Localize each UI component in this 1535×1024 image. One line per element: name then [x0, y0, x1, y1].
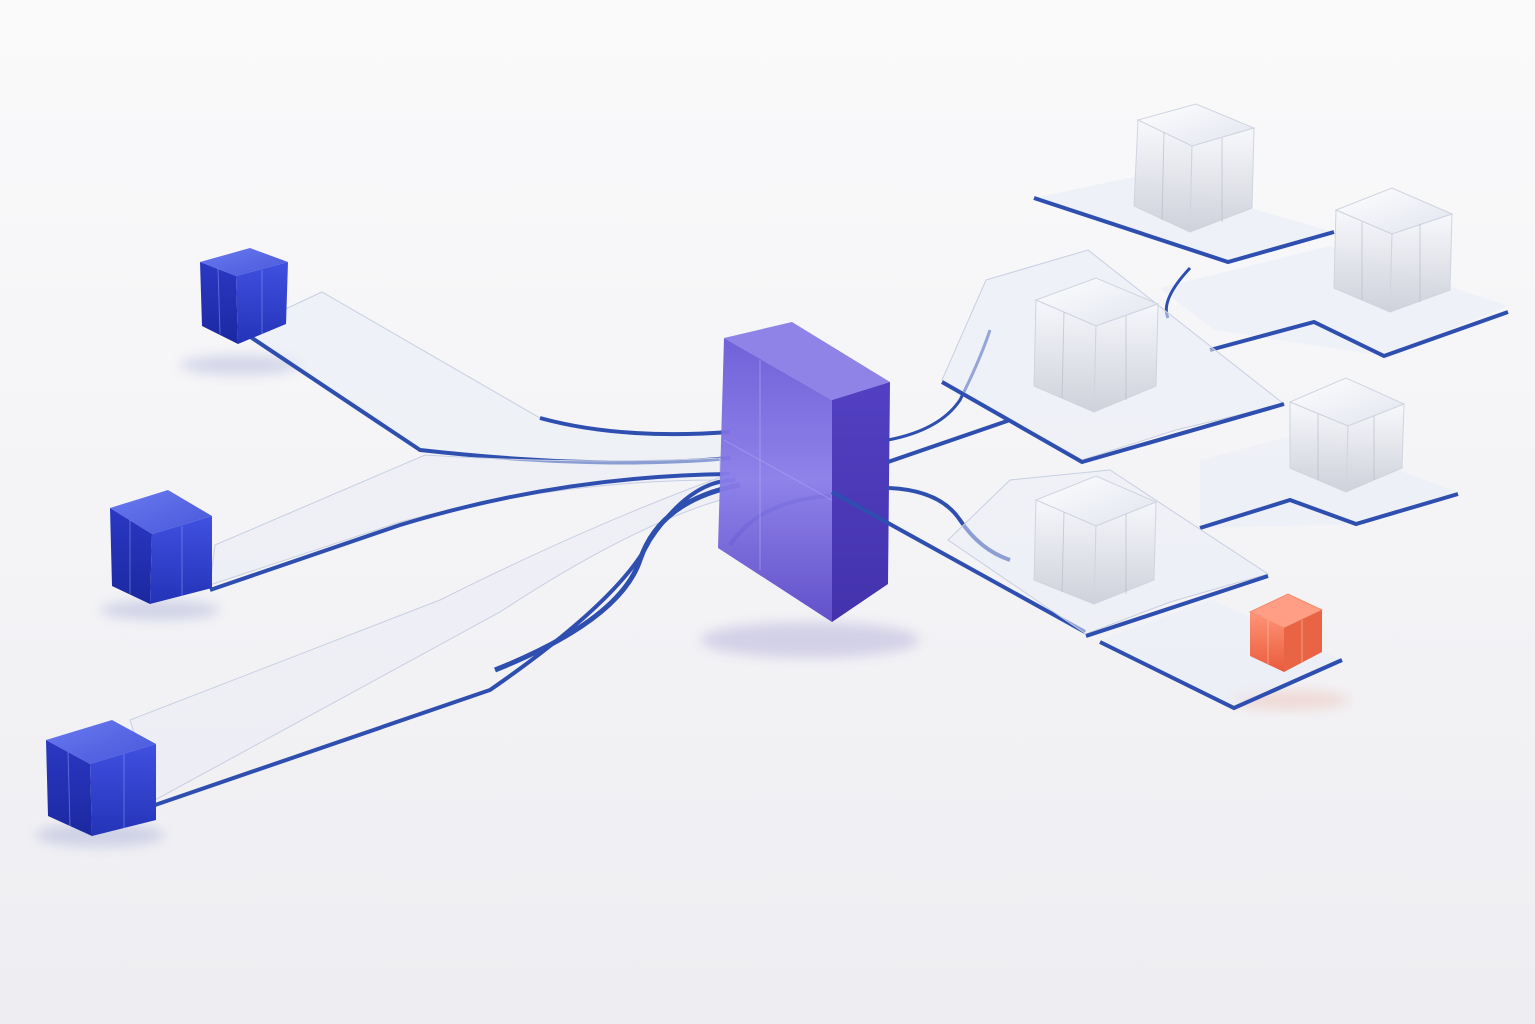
dest-cube-4 [1288, 377, 1406, 493]
source-cube-top [200, 248, 288, 344]
central-hub-block [718, 322, 890, 622]
dest-cube-1 [1133, 103, 1256, 233]
dest-cube-5 [1033, 475, 1158, 605]
dest-cube-alert [1248, 593, 1324, 672]
dest-cube-2 [1333, 187, 1454, 313]
dest-cube-3 [1033, 277, 1160, 413]
glass-plate-right [1160, 246, 1509, 359]
source-cube-bottom [46, 720, 156, 836]
source-cube-middle [110, 490, 212, 604]
glass-ribbon-middle [209, 454, 731, 592]
glass-plate-alert [1099, 600, 1343, 711]
